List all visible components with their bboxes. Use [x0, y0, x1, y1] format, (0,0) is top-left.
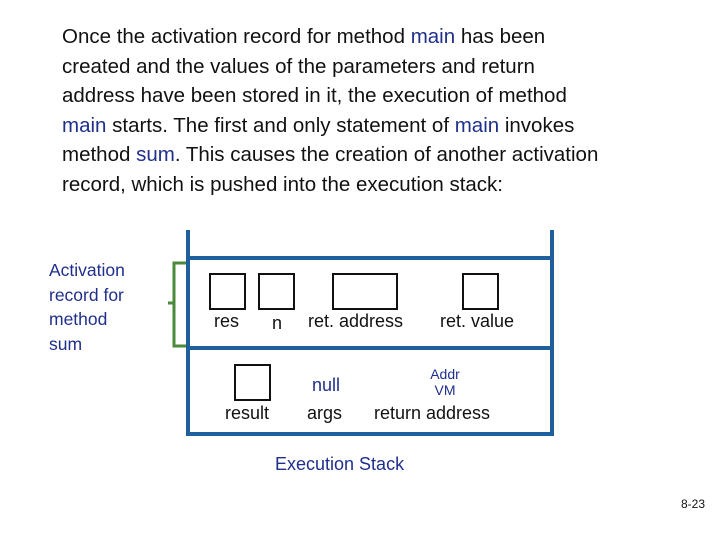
args-value: null — [312, 375, 341, 395]
paragraph-line: method sum. This causes the creation of … — [62, 143, 599, 166]
stack-right-wall — [550, 230, 554, 436]
args-label: args — [307, 403, 343, 423]
res-cell — [209, 273, 246, 310]
paragraph-line: Once the activation record for method ma… — [62, 25, 546, 48]
stack-top-divider — [186, 256, 554, 260]
intro-paragraph: Once the activation record for method ma… — [62, 22, 712, 199]
stack-left-wall — [186, 230, 190, 436]
n-label: n — [272, 313, 283, 333]
result-label: result — [225, 403, 270, 423]
paragraph-line: record, which is pushed into the executi… — [62, 172, 503, 196]
ret-address-cell — [332, 273, 398, 310]
result-cell — [234, 364, 271, 401]
paragraph-line: created and the values of the parameters… — [62, 54, 535, 78]
activation-record-label: Activation record for method sum — [49, 260, 125, 354]
ret-address-label: ret. address — [308, 311, 404, 331]
n-cell — [258, 273, 295, 310]
ret-value-cell — [462, 273, 499, 310]
stack-middle-divider — [186, 346, 554, 350]
return-address-label: return address — [374, 403, 491, 423]
paragraph-line: address have been stored in it, the exec… — [62, 84, 567, 107]
execution-stack-caption: Execution Stack — [275, 454, 405, 474]
stack-bottom — [186, 432, 554, 436]
ret-value-label: ret. value — [440, 311, 515, 331]
paragraph-line: main starts. The first and only statemen… — [62, 113, 575, 137]
return-address-value: Addr VM — [430, 366, 460, 398]
res-label: res — [214, 311, 240, 331]
page-number: 8-23 — [680, 497, 705, 511]
